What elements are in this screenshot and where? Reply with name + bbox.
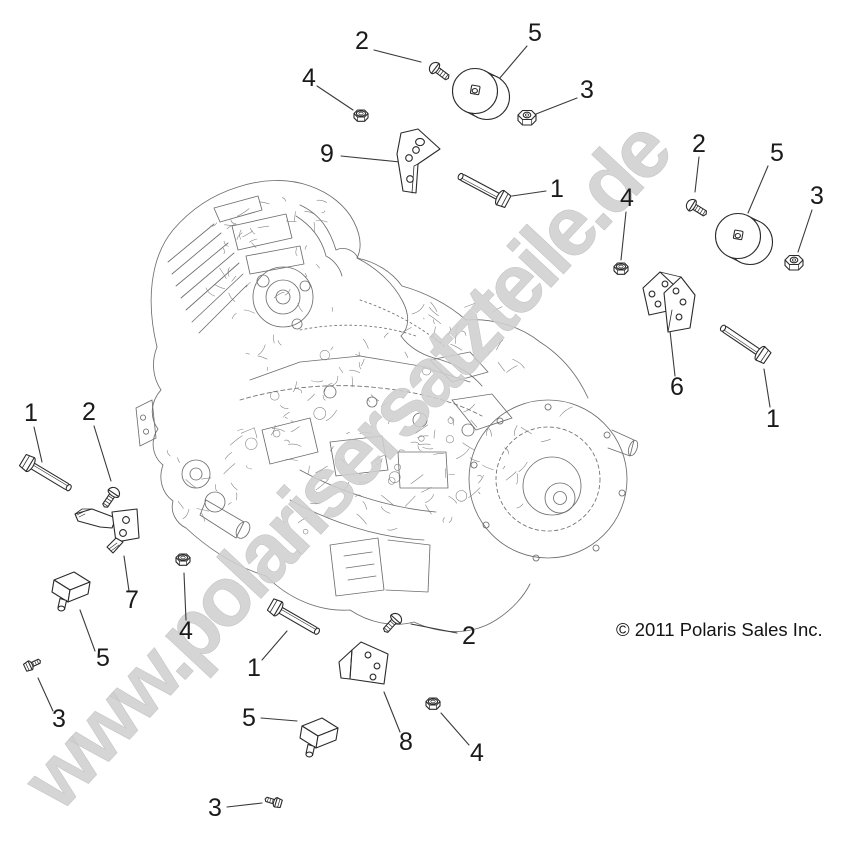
callout-number-4-17: 4 bbox=[179, 617, 193, 645]
callout-number-5-7: 5 bbox=[770, 139, 784, 167]
leader-line-3-23 bbox=[226, 802, 263, 808]
leader-line-1-18 bbox=[261, 630, 288, 661]
callout-number-4-9: 4 bbox=[620, 184, 634, 212]
callout-number-2-19: 2 bbox=[462, 622, 476, 650]
leader-line-2-13 bbox=[93, 425, 112, 482]
callout-number-4-2: 4 bbox=[302, 64, 316, 92]
callout-number-3-16: 3 bbox=[52, 705, 66, 733]
part-bracket-9 bbox=[396, 128, 441, 194]
leader-line-2-6 bbox=[694, 156, 700, 193]
part-nut bbox=[784, 254, 804, 271]
part-bracket-6 bbox=[642, 271, 696, 333]
leader-line-8-20 bbox=[383, 691, 401, 733]
part-bolt-long bbox=[18, 453, 72, 492]
part-bolt-short bbox=[685, 198, 707, 217]
callout-number-5-21: 5 bbox=[242, 704, 256, 732]
part-bolt-short bbox=[382, 612, 403, 633]
leader-line-5-7 bbox=[747, 165, 769, 214]
callout-number-3-3: 3 bbox=[580, 76, 594, 104]
leader-line-4-2 bbox=[316, 85, 354, 111]
leader-line-6-10 bbox=[669, 330, 676, 377]
part-disc-mount bbox=[451, 67, 511, 121]
part-bolt-long bbox=[457, 172, 512, 208]
leader-line-3-16 bbox=[37, 677, 54, 712]
leader-line-9-4 bbox=[340, 155, 401, 163]
callout-number-2-0: 2 bbox=[355, 27, 369, 55]
callout-number-7-14: 7 bbox=[125, 586, 139, 614]
leader-line-4-17 bbox=[183, 572, 187, 621]
leader-line-3-3 bbox=[535, 97, 578, 115]
part-block-mount bbox=[51, 571, 91, 612]
callout-number-4-22: 4 bbox=[470, 739, 484, 767]
part-bolt-long bbox=[719, 324, 772, 365]
engine-sketch-detail bbox=[166, 197, 573, 535]
leader-line-3-8 bbox=[797, 209, 813, 253]
part-nut bbox=[517, 109, 537, 126]
part-screw-small bbox=[22, 658, 41, 672]
leader-line-4-9 bbox=[620, 211, 627, 261]
leader-line-5-1 bbox=[498, 45, 528, 80]
part-locknut bbox=[425, 697, 441, 710]
part-glyphs-layer bbox=[18, 61, 804, 809]
leader-line-1-11 bbox=[763, 368, 771, 408]
leader-line-4-22 bbox=[440, 712, 470, 746]
leader-line-2-0 bbox=[373, 49, 422, 63]
part-disc-mount bbox=[714, 212, 774, 266]
part-bracket-7 bbox=[74, 508, 140, 554]
callout-number-5-1: 5 bbox=[528, 19, 542, 47]
callout-number-8-20: 8 bbox=[399, 728, 413, 756]
leader-line-5-15 bbox=[79, 609, 96, 652]
part-bolt-short bbox=[102, 486, 121, 508]
callout-number-6-10: 6 bbox=[670, 373, 684, 401]
part-locknut bbox=[613, 262, 629, 275]
leader-line-1-12 bbox=[33, 426, 43, 463]
leader-line-7-14 bbox=[123, 555, 130, 592]
callout-number-2-6: 2 bbox=[692, 130, 706, 158]
callout-number-1-12: 1 bbox=[24, 399, 38, 427]
part-locknut bbox=[175, 553, 191, 566]
part-bolt-short bbox=[428, 61, 450, 81]
callout-number-3-23: 3 bbox=[208, 794, 222, 822]
callout-number-2-13: 2 bbox=[82, 398, 96, 426]
part-bolt-long bbox=[266, 598, 321, 635]
callout-number-1-5: 1 bbox=[550, 175, 564, 203]
callout-number-3-8: 3 bbox=[810, 182, 824, 210]
callout-number-5-15: 5 bbox=[96, 644, 110, 672]
leader-line-2-19 bbox=[410, 623, 458, 634]
part-screw-small bbox=[264, 796, 283, 809]
part-block-mount bbox=[299, 717, 339, 758]
callout-number-1-11: 1 bbox=[766, 405, 780, 433]
leader-line-5-21 bbox=[260, 717, 298, 722]
leader-line-1-5 bbox=[511, 190, 547, 197]
copyright-text: © 2011 Polaris Sales Inc. bbox=[616, 619, 823, 640]
part-bracket-8 bbox=[338, 641, 389, 685]
callout-number-1-18: 1 bbox=[247, 654, 261, 682]
leader-lines-layer bbox=[33, 45, 813, 808]
part-locknut bbox=[353, 109, 369, 122]
callout-number-9-4: 9 bbox=[320, 140, 334, 168]
